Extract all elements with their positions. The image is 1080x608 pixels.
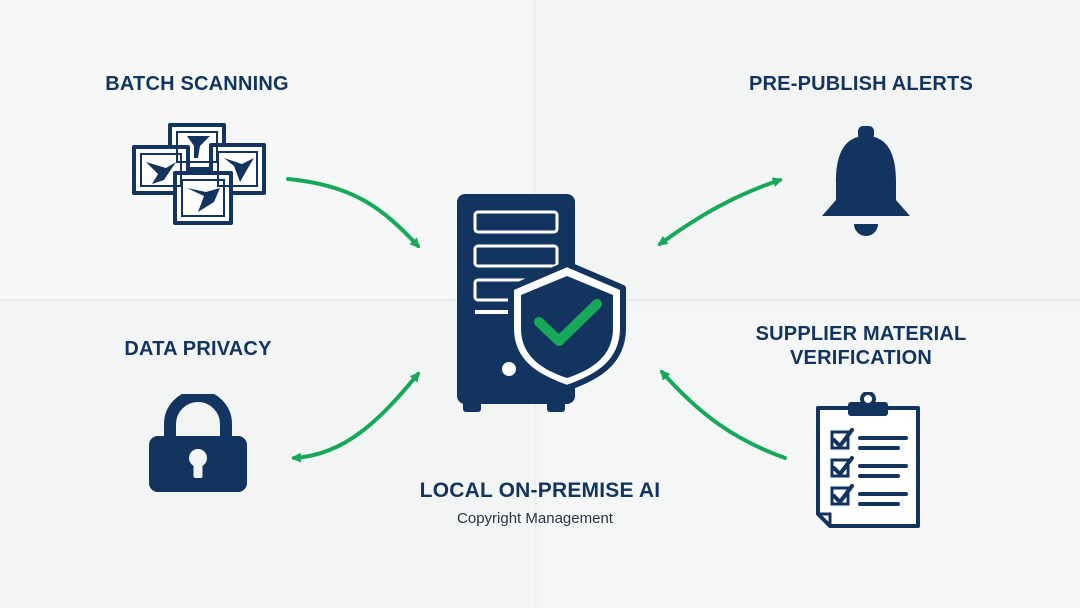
checklist-clipboard-icon	[816, 392, 920, 528]
connector-supplier-to-center	[660, 369, 787, 460]
server-shield-check-icon	[457, 194, 626, 412]
connector-alerts-to-center	[657, 177, 783, 246]
node-label-supplier-material: SUPPLIER MATERIAL	[755, 323, 967, 345]
node-label-data-privacy: DATA PRIVACY	[124, 338, 272, 360]
node-label-pre-publish-alerts: PRE-PUBLISH ALERTS	[749, 73, 973, 95]
node-label-verification: VERIFICATION	[789, 347, 933, 369]
connector-privacy-to-center	[291, 371, 420, 463]
node-label-batch-scanning: BATCH SCANNING	[105, 73, 289, 95]
bell-icon	[822, 126, 910, 236]
center-subtitle: Copyright Management	[457, 510, 613, 527]
padlock-icon	[149, 394, 247, 492]
center-title: LOCAL ON-PREMISE AI	[419, 479, 661, 502]
stacked-images-icon	[132, 123, 266, 225]
connector-batch-to-center	[286, 177, 421, 249]
